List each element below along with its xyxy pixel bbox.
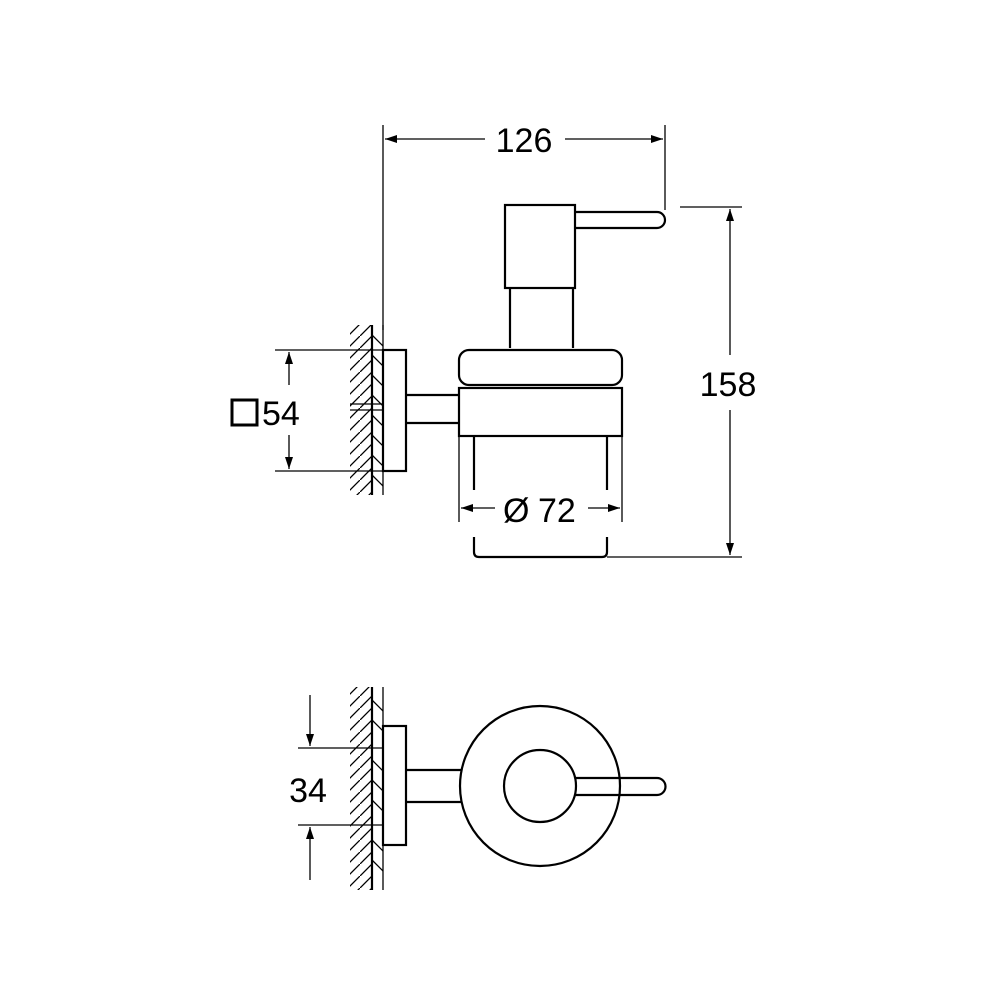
dimension-diameter: Ø 72 xyxy=(458,436,623,530)
pump-head xyxy=(503,203,577,290)
dimension-hole-spacing-label: 34 xyxy=(289,772,327,810)
dimension-hole-spacing: 34 xyxy=(289,695,383,880)
pump-top xyxy=(502,748,578,824)
holder-ring-top xyxy=(458,704,622,868)
wall-hatching-bottom xyxy=(350,687,384,890)
top-view: 34 xyxy=(289,687,667,890)
dimension-width-label: 126 xyxy=(496,122,553,160)
backplate xyxy=(381,348,408,473)
wall-hatching xyxy=(350,325,384,495)
holder-ring xyxy=(457,386,624,438)
dispenser-cap xyxy=(457,348,624,387)
dimension-backplate: 54 xyxy=(230,349,383,472)
pump-nozzle-top xyxy=(575,776,667,797)
holder-arm xyxy=(406,393,459,425)
square-symbol-icon xyxy=(230,398,259,427)
holder-arm-top xyxy=(406,768,462,804)
dimension-height-label: 158 xyxy=(700,366,757,404)
dimension-width: 126 xyxy=(382,122,666,330)
glass-container xyxy=(472,436,609,559)
pump-neck xyxy=(508,288,575,348)
backplate-top xyxy=(381,724,408,847)
side-view: 126 158 54 Ø 72 xyxy=(230,122,757,559)
pump-nozzle xyxy=(575,210,667,230)
dimension-height: 158 xyxy=(607,206,757,558)
diameter-symbol: Ø xyxy=(503,492,529,530)
dimension-backplate-label: 54 xyxy=(262,395,300,433)
dimension-diameter-label: 72 xyxy=(538,492,576,530)
